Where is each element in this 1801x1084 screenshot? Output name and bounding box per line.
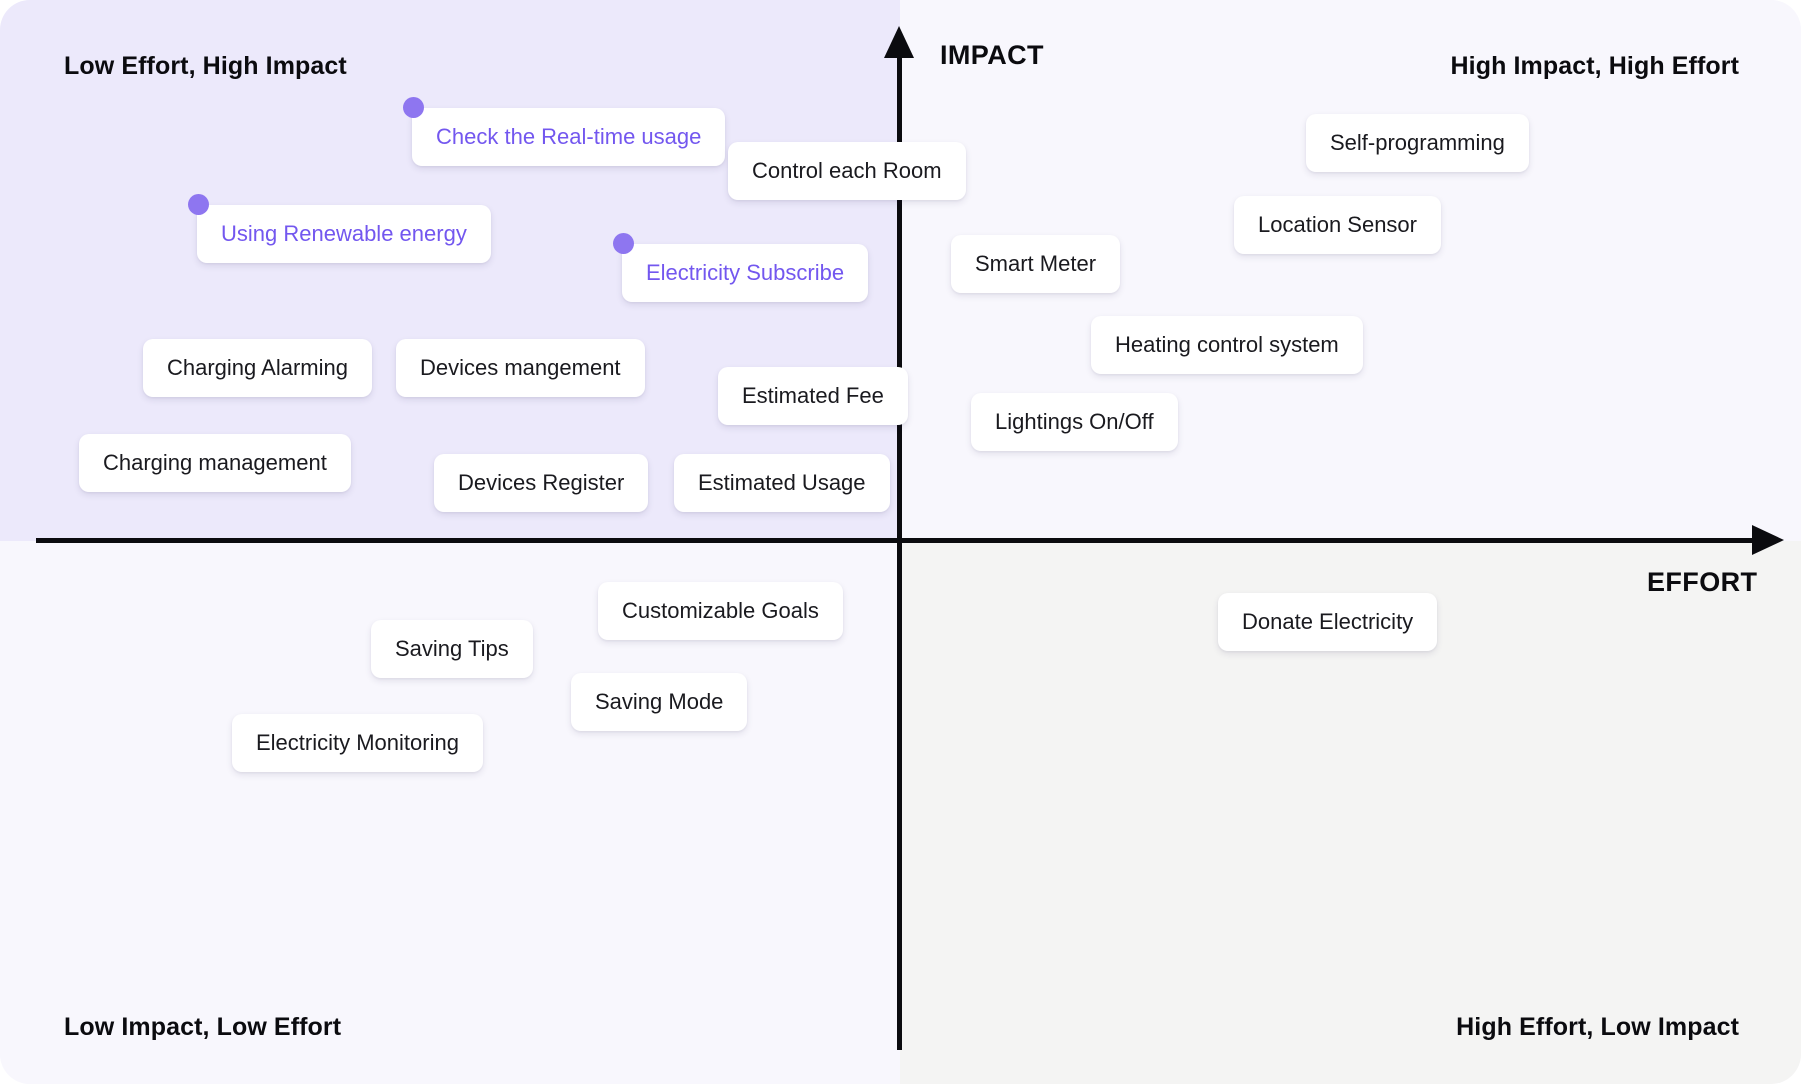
idea-card-label: Check the Real-time usage xyxy=(436,124,702,149)
idea-card[interactable]: Control each Room xyxy=(728,142,966,200)
idea-card-label: Saving Tips xyxy=(395,636,509,661)
vertical-axis-line xyxy=(897,55,902,1050)
idea-card[interactable]: Check the Real-time usage xyxy=(403,97,726,166)
highlight-dot-icon xyxy=(403,97,424,118)
highlight-dot-icon xyxy=(613,233,634,254)
effort-axis-label: EFFORT xyxy=(1647,567,1758,597)
idea-card[interactable]: Lightings On/Off xyxy=(971,393,1178,451)
idea-card-label: Electricity Subscribe xyxy=(646,260,845,285)
idea-card[interactable]: Heating control system xyxy=(1091,316,1363,374)
idea-card-label: Charging management xyxy=(103,450,327,475)
idea-card[interactable]: Using Renewable energy xyxy=(188,194,491,263)
idea-card-label: Devices Register xyxy=(458,470,625,495)
idea-card[interactable]: Self-programming xyxy=(1306,114,1529,172)
idea-card-label: Estimated Fee xyxy=(742,383,884,408)
idea-card[interactable]: Electricity Monitoring xyxy=(232,714,483,772)
idea-card[interactable]: Estimated Usage xyxy=(674,454,890,512)
highlight-dot-icon xyxy=(188,194,209,215)
idea-card[interactable]: Customizable Goals xyxy=(598,582,843,640)
arrow-up-icon xyxy=(884,26,914,58)
idea-card-label: Using Renewable energy xyxy=(221,221,467,246)
idea-card[interactable]: Donate Electricity xyxy=(1218,593,1438,651)
idea-card[interactable]: Devices Register xyxy=(434,454,649,512)
horizontal-axis-line xyxy=(36,538,1761,543)
idea-card-label: Lightings On/Off xyxy=(995,409,1154,434)
idea-card-label: Heating control system xyxy=(1115,332,1339,357)
idea-card[interactable]: Saving Mode xyxy=(571,673,748,731)
idea-card-label: Smart Meter xyxy=(975,251,1097,276)
idea-card[interactable]: Saving Tips xyxy=(371,620,533,678)
quadrant-title-bottom-left: Low Impact, Low Effort xyxy=(64,1013,342,1041)
idea-card[interactable]: Location Sensor xyxy=(1234,196,1441,254)
impact-axis-label: IMPACT xyxy=(940,40,1044,70)
idea-card-label: Estimated Usage xyxy=(698,470,866,495)
idea-card-label: Electricity Monitoring xyxy=(256,730,459,755)
idea-card[interactable]: Charging Alarming xyxy=(143,339,372,397)
idea-card-label: Self-programming xyxy=(1330,130,1505,155)
idea-card[interactable]: Estimated Fee xyxy=(718,367,908,425)
idea-card-label: Saving Mode xyxy=(595,689,724,714)
idea-card-label: Donate Electricity xyxy=(1242,609,1414,634)
idea-card-label: Customizable Goals xyxy=(622,598,819,623)
idea-card-label: Control each Room xyxy=(752,158,942,183)
idea-card[interactable]: Charging management xyxy=(79,434,351,492)
idea-card[interactable]: Electricity Subscribe xyxy=(613,233,869,302)
idea-card-label: Devices mangement xyxy=(420,355,621,380)
idea-card[interactable]: Devices mangement xyxy=(396,339,645,397)
quadrant-title-top-right: High Impact, High Effort xyxy=(1450,52,1739,80)
idea-card[interactable]: Smart Meter xyxy=(951,235,1121,293)
quadrant-title-top-left: Low Effort, High Impact xyxy=(64,52,347,80)
idea-card-label: Location Sensor xyxy=(1258,212,1417,237)
arrow-right-icon xyxy=(1752,525,1784,555)
quadrant-title-bottom-right: High Effort, Low Impact xyxy=(1456,1013,1739,1041)
idea-card-label: Charging Alarming xyxy=(167,355,348,380)
